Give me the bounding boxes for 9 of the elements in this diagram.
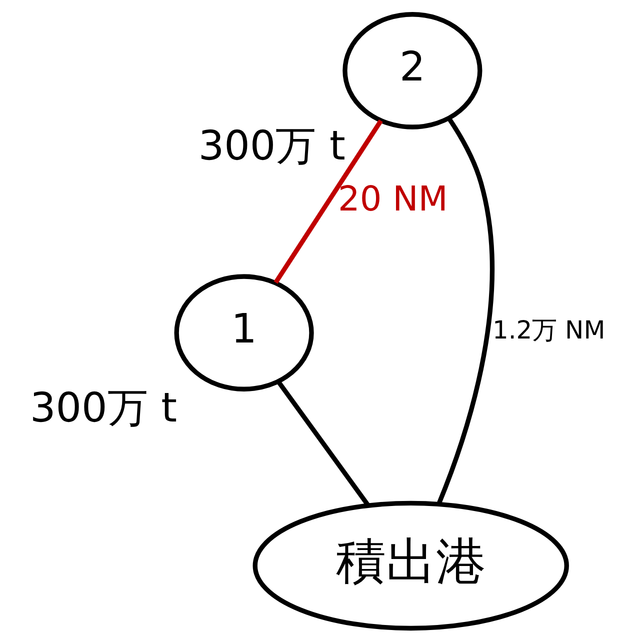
node-ellipse: 1	[174, 274, 314, 392]
connector	[273, 119, 382, 284]
node-label: 300万 t	[198, 121, 345, 170]
node-ellipse: 2	[342, 12, 482, 130]
connector	[436, 116, 494, 504]
edge-label: 1.2万 NM	[492, 316, 605, 345]
edge-label: 20 NM	[338, 179, 448, 220]
node-ellipse: 積出港	[252, 500, 568, 631]
connector	[276, 380, 370, 506]
